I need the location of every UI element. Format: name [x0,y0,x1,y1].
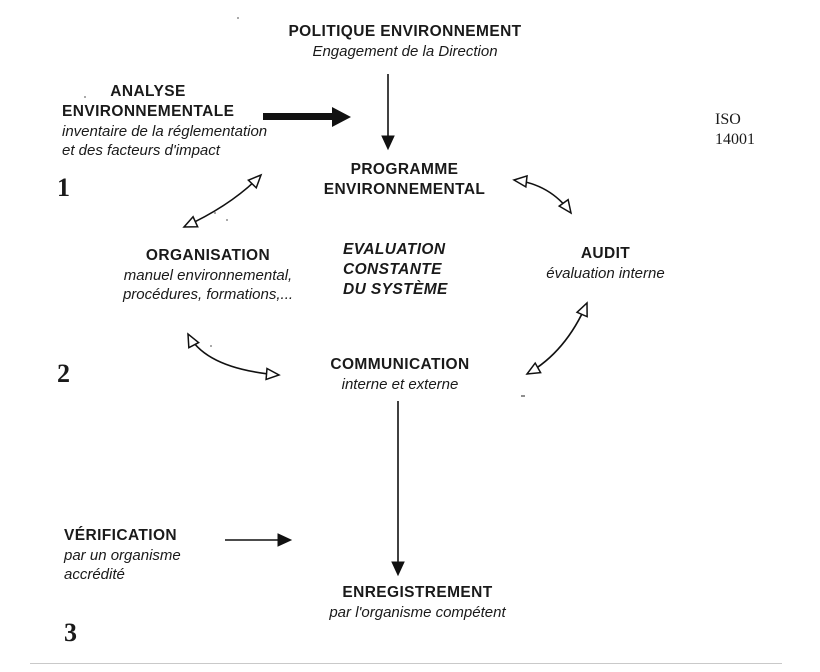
scan-speck [237,17,239,19]
scan-speck [84,96,86,98]
node-verification: VÉRIFICATION par un organisme accrédité [64,526,181,584]
node-programme: PROGRAMME ENVIRONNEMENTAL [322,160,487,200]
bottom-rule [30,663,782,664]
arrow-analyse-to-programme [263,107,351,127]
node-organisation: ORGANISATION manuel environnemental, pro… [103,246,313,304]
communication-subtitle: interne et externe [341,376,459,393]
node-audit: AUDIT évaluation interne [528,244,683,283]
node-analyse: ANALYSE ENVIRONNEMENTALE inventaire de l… [62,82,267,160]
iso-label-line2: 14001 [715,131,755,148]
verification-subtitle-line1: par un organisme [64,547,181,564]
node-politique: POLITIQUE ENVIRONNEMENT Engagement de la… [285,22,525,61]
evaluation-line3: DU SYSTÈME [343,281,448,298]
analyse-title-line1: ANALYSE [110,83,186,100]
politique-subtitle: Engagement de la Direction [312,43,498,60]
analyse-title-line2: ENVIRONNEMENTALE [62,103,235,120]
analyse-subtitle-line1: inventaire de la réglementation [62,123,268,140]
arrow-audit-communication [525,301,588,375]
audit-subtitle: évaluation interne [546,265,665,282]
verification-subtitle-line2: accrédité [64,566,125,583]
scan-speck [214,212,216,214]
communication-title: COMMUNICATION [330,356,470,373]
scan-speck [521,395,525,397]
node-evaluation-constante: EVALUATION CONSTANTE DU SYSTÈME [343,240,448,300]
programme-title-line1: PROGRAMME [350,161,459,178]
stage-number-2: 2 [57,359,70,388]
verification-title: VÉRIFICATION [64,527,178,544]
organisation-title: ORGANISATION [145,247,271,264]
organisation-subtitle-line1: manuel environnemental, [123,267,293,284]
evaluation-line1: EVALUATION [343,241,446,258]
iso-14001-label: ISO 14001 [715,110,755,150]
organisation-subtitle-line2: procédures, formations,... [122,286,294,303]
scan-speck [210,345,212,347]
arrow-communication-organisation [187,332,281,381]
enregistrement-subtitle: par l'organisme compétent [329,604,506,621]
enregistrement-title: ENREGISTREMENT [342,584,493,601]
arrow-programme-audit [512,174,573,215]
node-communication: COMMUNICATION interne et externe [315,355,485,394]
stage-number-3: 3 [64,618,77,647]
evaluation-line2: CONSTANTE [343,261,442,278]
stage-number-1: 1 [57,173,70,202]
iso-label-line1: ISO [715,111,741,128]
politique-title: POLITIQUE ENVIRONNEMENT [288,23,522,40]
arrow-organisation-programme [182,173,263,228]
node-enregistrement: ENREGISTREMENT par l'organisme compétent [320,583,515,622]
analyse-subtitle-line2: et des facteurs d'impact [62,142,220,159]
audit-title: AUDIT [580,245,631,262]
scan-speck [226,219,228,221]
programme-title-line2: ENVIRONNEMENTAL [323,181,486,198]
